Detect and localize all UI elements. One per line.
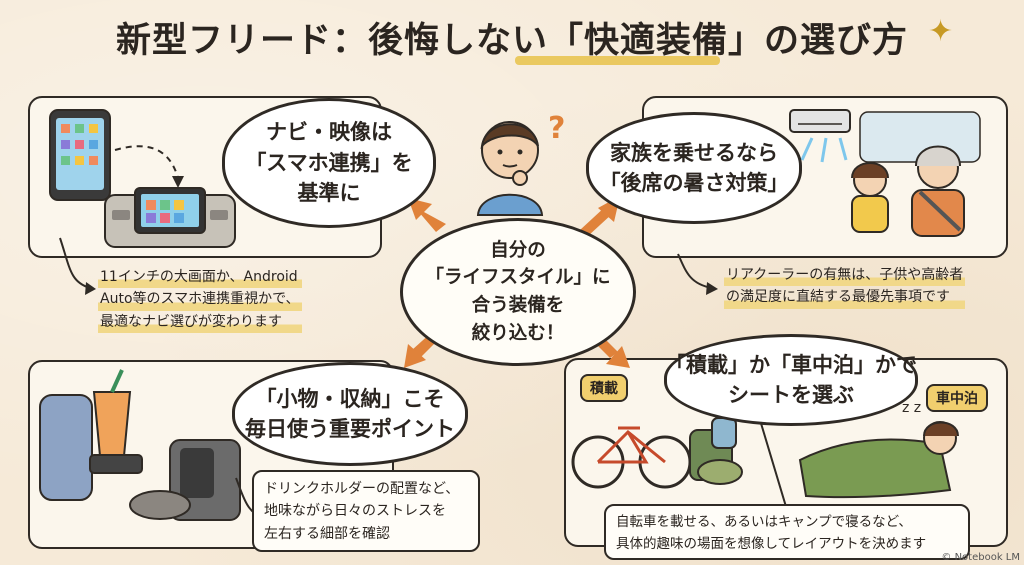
caption-rear-cooler-line: の満足度に直結する最優先事項です <box>724 286 966 309</box>
caption-seat-line: 自転車を載せる、あるいはキャンプで寝るなど、 <box>616 514 912 530</box>
caption-storage-line: 地味ながら日々のストレスを <box>264 503 446 520</box>
thinking-person-icon <box>476 121 544 216</box>
center-line: 自分の <box>490 239 546 261</box>
bubble-rear-cooler: 家族を乗せるなら 「後席の暑さ対策」 <box>586 112 802 224</box>
caption-seat: 自転車を載せる、あるいはキャンプで寝るなど、 具体的趣味の場面を想像してレイアウ… <box>604 504 970 560</box>
tag-cargo: 積載 <box>580 374 628 402</box>
svg-text:z z: z z <box>902 400 921 416</box>
bubble-rear-cooler-line: 「後席の暑さ対策」 <box>599 171 789 195</box>
bubble-seat-line: シートを選ぶ <box>728 383 854 407</box>
center-line: 「ライフスタイル」に <box>425 267 611 289</box>
caption-rear-cooler: リアクーラーの有無は、子供や高齢者 の満足度に直結する最優先事項です <box>724 264 966 309</box>
caption-rear-cooler-line: リアクーラーの有無は、子供や高齢者 <box>724 264 966 287</box>
bubble-storage-line: 毎日使う重要ポイント <box>245 417 455 441</box>
bubble-seat: 「積載」か「車中泊」かで シートを選ぶ <box>664 334 918 426</box>
camping-gear-icon <box>689 417 743 485</box>
sparkle-icon: ✦ <box>928 14 954 49</box>
bicycle-icon <box>571 426 692 489</box>
bubble-storage-line: 「小物・収納」こそ <box>255 386 445 411</box>
bubble-navi: ナビ・映像は 「スマホ連携」を 基準に <box>222 98 436 228</box>
bubble-navi-line: 基準に <box>297 181 361 206</box>
center-line: 絞り込む！ <box>471 322 565 344</box>
caption-seat-line: 具体的趣味の場面を想像してレイアウトを決めます <box>616 535 927 552</box>
tag-sleep: 車中泊 <box>926 384 988 412</box>
caption-storage: ドリンクホルダーの配置など、 地味ながら日々のストレスを 左右する細部を確認 <box>252 470 480 552</box>
elderly-icon <box>911 145 965 237</box>
caption-navi-line: Auto等のスマホ連携重視かで、 <box>98 288 302 311</box>
caption-storage-line: 左右する細部を確認 <box>264 525 390 542</box>
page-title: 新型フリード：後悔しない「快適装備」の選び方 <box>115 21 908 61</box>
caption-storage-line: ドリンクホルダーの配置など、 <box>264 481 460 497</box>
caption-navi-line: 最適なナビ選びが変わります <box>98 310 302 334</box>
bubble-navi-line: ナビ・映像は <box>266 120 392 145</box>
bubble-navi-line: 「スマホ連携」を <box>245 150 413 175</box>
caption-navi-line: 11インチの大画面か、Android <box>98 266 302 289</box>
smartphone-icon <box>49 109 111 201</box>
title-highlight <box>515 56 720 65</box>
bubble-seat-line: 「積載」か「車中泊」かで <box>665 352 917 377</box>
child-icon <box>851 162 889 233</box>
caption-navi: 11インチの大画面か、Android Auto等のスマホ連携重視かで、 最適なナ… <box>98 266 302 334</box>
sleeping-bag-icon: z z <box>798 400 959 499</box>
car-navigation-icon <box>104 187 236 248</box>
bubble-storage: 「小物・収納」こそ 毎日使う重要ポイント <box>232 362 468 466</box>
drink-holder-icon <box>39 369 241 521</box>
rear-cooler-icon <box>789 109 851 163</box>
center-line: 合う装備を <box>471 295 565 316</box>
bubble-rear-cooler-line: 家族を乗せるなら <box>610 140 778 165</box>
center-message: 自分の 「ライフスタイル」に 合う装備を 絞り込む！ <box>400 218 636 366</box>
svg-text:?: ? <box>548 111 565 146</box>
copyright: © Notebook LM <box>941 552 1020 563</box>
